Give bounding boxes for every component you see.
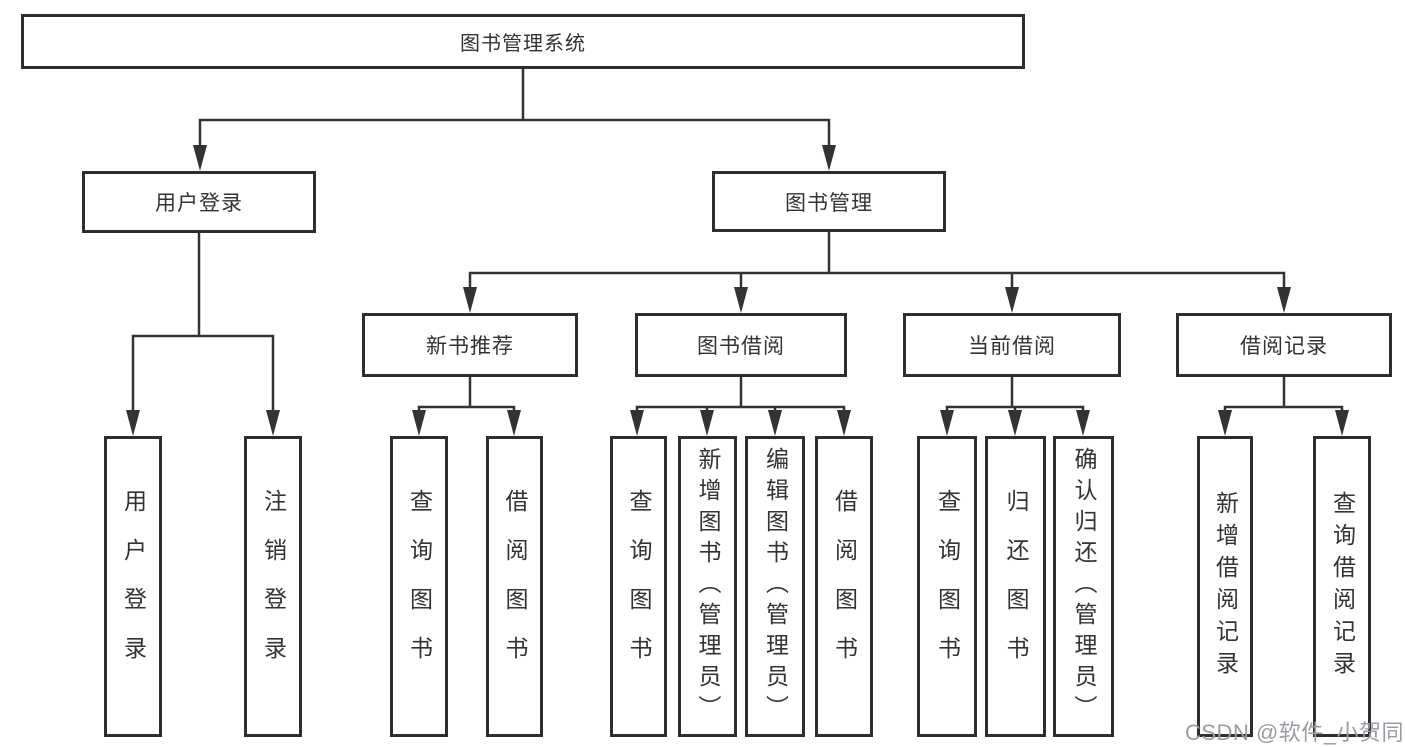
leaf-borrow-books-borrow: 借阅图书 [815, 436, 873, 737]
node-label: 图书管理 [785, 191, 873, 215]
node-user-login: 用户登录 [82, 171, 316, 233]
node-book-management: 图书管理 [712, 171, 946, 232]
node-label: 新增借阅记录 [1212, 490, 1239, 683]
node-book-borrowing: 图书借阅 [635, 313, 847, 377]
node-label: 借阅图书 [831, 488, 858, 685]
node-label: 新增图书（管理员） [695, 447, 721, 726]
leaf-logout: 注销登录 [244, 436, 302, 737]
node-label: 新书推荐 [426, 335, 514, 358]
leaf-query-books-current: 查询图书 [917, 436, 977, 737]
node-label: 用户登录 [155, 192, 243, 215]
arrowhead-icons [126, 145, 1349, 436]
node-current-borrowing: 当前借阅 [903, 313, 1121, 377]
node-label: 查询图书 [934, 488, 961, 685]
node-label: 借阅记录 [1240, 335, 1328, 358]
leaf-query-borrow-record: 查询借阅记录 [1313, 436, 1371, 737]
leaf-add-books-admin: 新增图书（管理员） [678, 436, 737, 737]
node-label: 归还图书 [1003, 488, 1029, 685]
node-borrowing-records: 借阅记录 [1176, 313, 1392, 377]
node-label: 用户登录 [120, 488, 147, 685]
leaf-edit-books-admin: 编辑图书（管理员） [745, 436, 805, 737]
leaf-borrow-books-recommend: 借阅图书 [486, 436, 543, 737]
watermark-csdn: CSDN @软件_小贺同学 [1185, 720, 1405, 745]
node-label: 查询图书 [626, 488, 652, 685]
node-label: 编辑图书（管理员） [762, 447, 789, 726]
node-label: 图书借阅 [697, 335, 785, 358]
leaf-user-login: 用户登录 [104, 436, 162, 737]
node-label: 借阅图书 [502, 488, 528, 685]
leaf-query-books-recommend: 查询图书 [390, 436, 448, 737]
node-label: 当前借阅 [968, 335, 1056, 358]
node-label: 注销登录 [260, 488, 287, 685]
node-label: 查询图书 [406, 488, 433, 685]
node-label: 查询借阅记录 [1329, 490, 1356, 683]
node-new-book-recommendation: 新书推荐 [362, 313, 578, 377]
node-label: 确认归还（管理员） [1071, 447, 1097, 726]
leaf-confirm-return-admin: 确认归还（管理员） [1053, 436, 1114, 737]
leaf-query-books-borrow: 查询图书 [610, 436, 667, 737]
leaf-return-books: 归还图书 [985, 436, 1046, 737]
node-label: 图书管理系统 [460, 33, 586, 55]
leaf-add-borrow-record: 新增借阅记录 [1197, 436, 1253, 737]
node-library-management-system: 图书管理系统 [21, 14, 1025, 69]
